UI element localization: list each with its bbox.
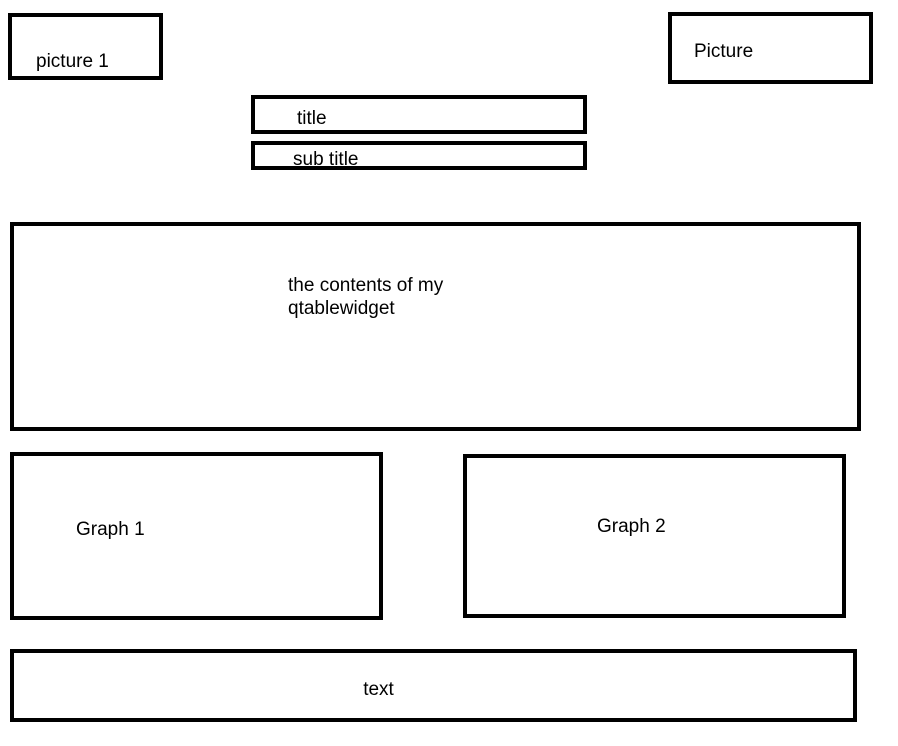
graph-1-placeholder[interactable]: Graph 1 xyxy=(10,452,383,620)
subtitle-field[interactable]: sub title xyxy=(251,141,587,170)
qtablewidget-label: the contents of my qtablewidget xyxy=(288,275,444,320)
picture-1-label: picture 1 xyxy=(36,51,109,72)
picture-1-placeholder[interactable]: picture 1 xyxy=(8,13,163,80)
picture-label: Picture xyxy=(694,41,754,62)
picture-placeholder[interactable]: Picture xyxy=(668,12,873,84)
title-label: title xyxy=(297,108,327,129)
text-label: text xyxy=(363,679,394,700)
subtitle-label: sub title xyxy=(293,149,359,170)
qtablewidget-placeholder[interactable]: the contents of my qtablewidget xyxy=(10,222,861,431)
title-field[interactable]: title xyxy=(251,95,587,134)
graph-2-placeholder[interactable]: Graph 2 xyxy=(463,454,846,618)
graph-2-label: Graph 2 xyxy=(597,516,666,537)
graph-1-label: Graph 1 xyxy=(76,519,145,540)
text-placeholder[interactable]: text xyxy=(10,649,857,722)
